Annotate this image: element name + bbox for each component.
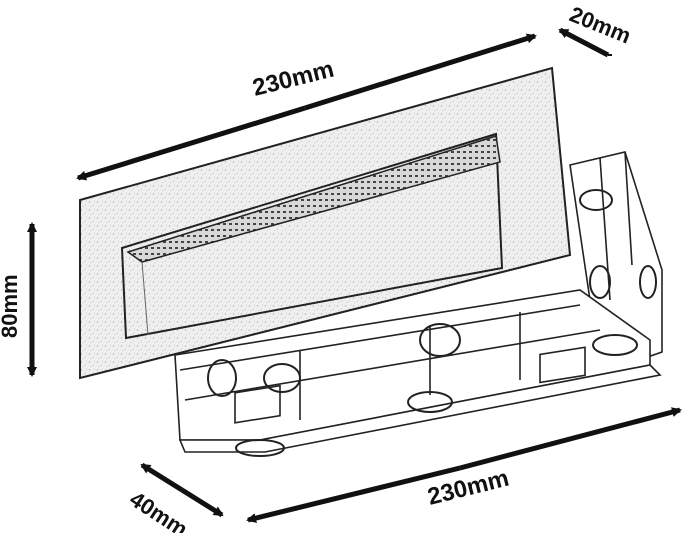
knockout-1 xyxy=(207,359,237,397)
box-bracket-right xyxy=(539,346,586,384)
box-bracket-left xyxy=(234,384,281,424)
arrow-depth-top xyxy=(558,27,610,58)
label-front-width: 230mm xyxy=(250,56,337,102)
knockout-6 xyxy=(589,265,611,299)
knockout-3 xyxy=(419,323,461,357)
front-panel xyxy=(79,66,572,380)
label-height: 80mm xyxy=(0,274,22,338)
knockout-7 xyxy=(579,189,613,211)
label-box-depth: 40mm xyxy=(125,486,192,533)
knockout-2 xyxy=(263,363,301,393)
dimension-arrows xyxy=(27,27,682,523)
knockout-9 xyxy=(235,439,285,457)
knockout-8 xyxy=(639,265,657,299)
arrow-front-width xyxy=(304,33,537,111)
light-slot xyxy=(126,135,501,263)
box-knockouts xyxy=(207,189,657,457)
mounting-box xyxy=(174,151,663,453)
knockout-4 xyxy=(407,391,453,413)
label-depth-top: 20mm xyxy=(566,1,634,48)
arrow-box-depth xyxy=(140,462,184,493)
arrow-box-width xyxy=(459,407,682,471)
knockout-5 xyxy=(592,334,638,356)
